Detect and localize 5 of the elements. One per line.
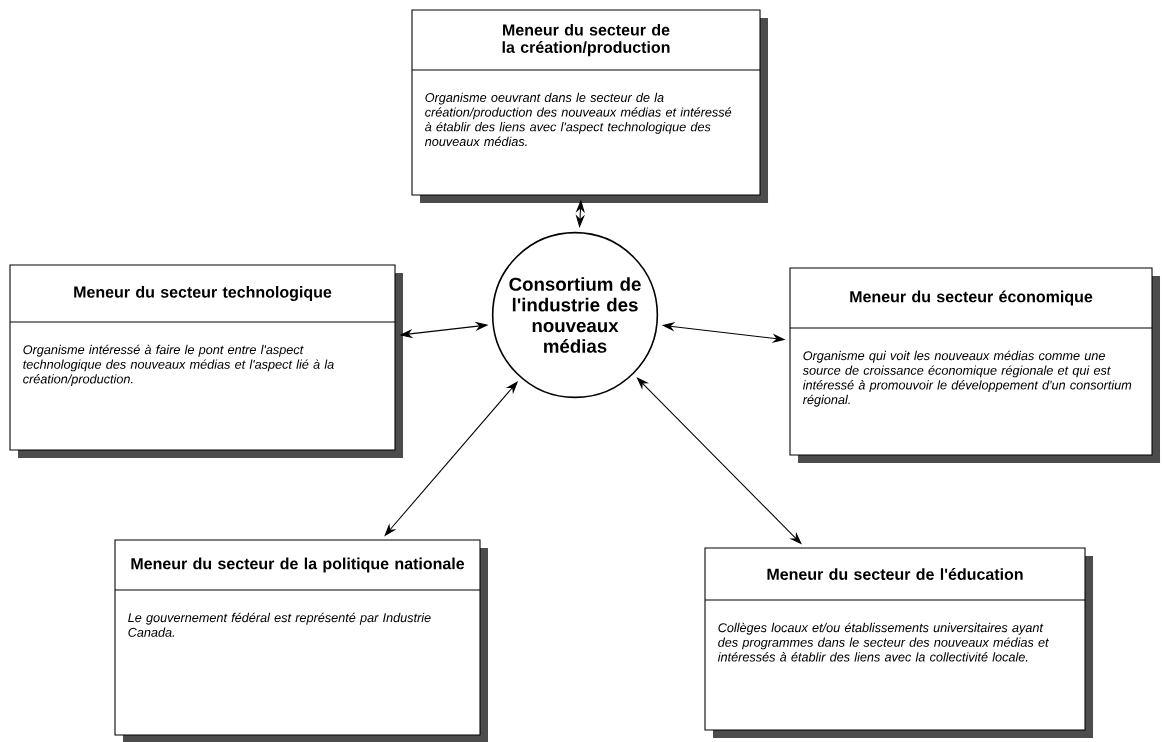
description-box: Meneur du secteur économique Organisme qui voit les nouveaux médias comme une source de croissance économique régionale et qui est intéressé à promouvoir le développement d'un consortium régional. (789, 267, 1160, 463)
description-box: Meneur du secteur de la création/production Organisme oeuvrant dans le secteur de la création/production des nouveaux médias et intéressé à établir des liens avec l'aspect technologique des nouveaux médias. (411, 9, 768, 203)
description-box: Meneur du secteur de l'éducation Collèges locaux et/ou établissements universitaires ayant des programmes dans le secteur des nouveaux médias et intéressés à établir des liens avec la collectivité locale. (704, 547, 1093, 738)
description-box: Meneur du secteur technologique Organisme intéressé à faire le pont entre l'aspect technologique des nouveaux médias et l'aspect lié à la création/production. (9, 264, 403, 458)
description-box: Meneur du secteur de la politique nationale Le gouvernement fédéral est représenté par Industrie Canada. (114, 539, 488, 742)
